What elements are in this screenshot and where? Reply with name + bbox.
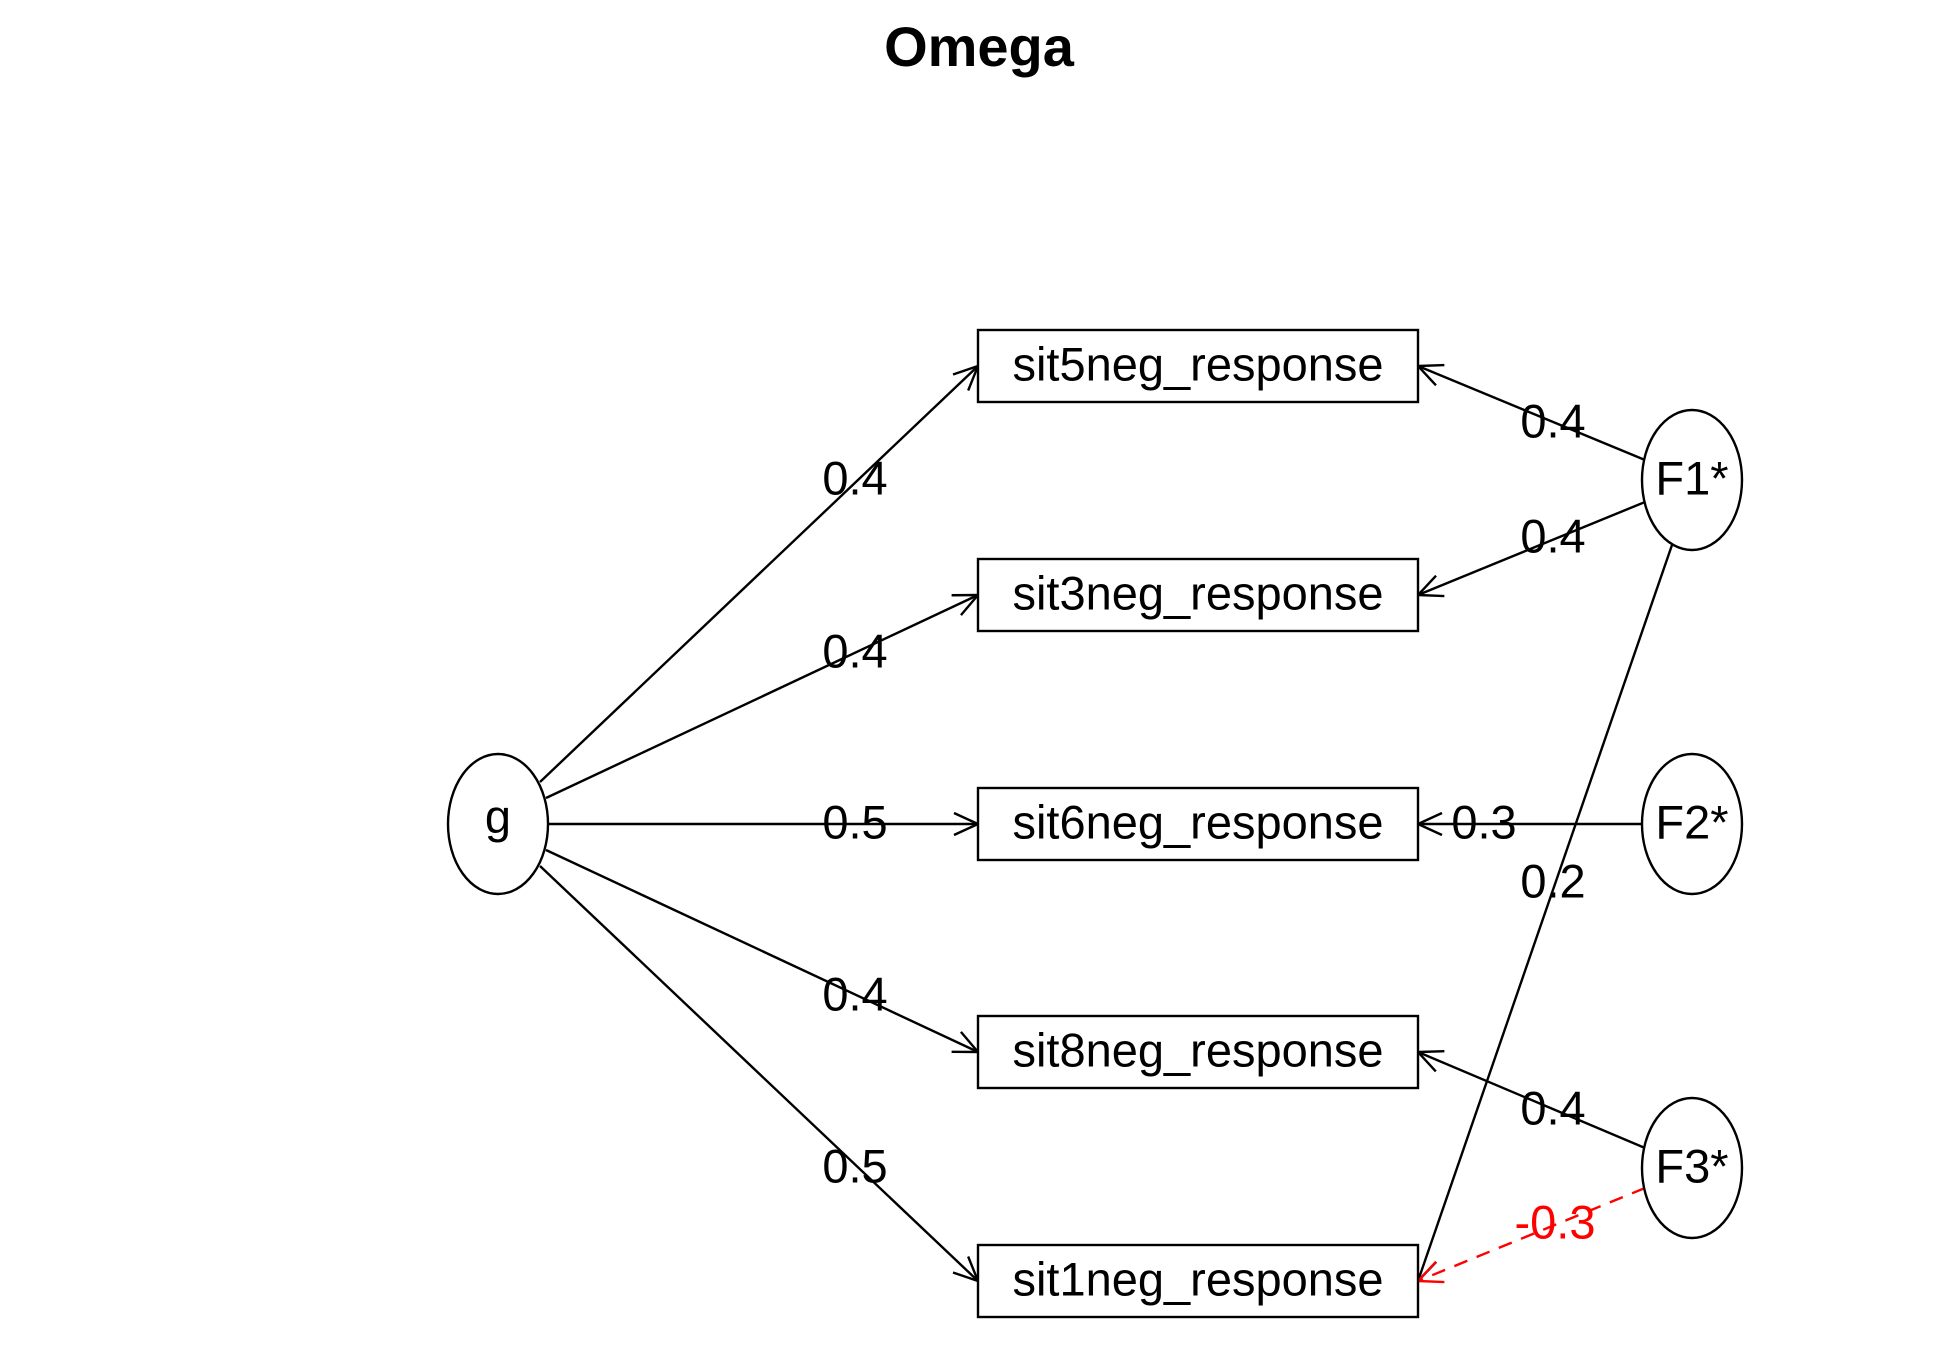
general-factor-label: g [485,789,511,842]
loading-label-F1-sit5: 0.4 [1520,394,1585,447]
group-factor-ellipse [1640,408,1744,552]
indicator-box-sit6: sit6neg_response [976,786,1420,862]
indicator-label: sit6neg_response [1012,795,1383,848]
nodes-layer: sit5neg_response sit3neg_response sit6neg_… [446,328,1744,1319]
diagram-title: Omega [884,15,1075,78]
loading-label-F3-sit1: -0.3 [1515,1195,1596,1248]
indicator-rect [976,1014,1420,1090]
indicator-box-sit5: sit5neg_response [976,328,1420,404]
loading-arrow-F1-sit5 [1415,363,1646,462]
loading-label-g-sit6: 0.5 [822,795,887,848]
group-factor-ellipse [1640,752,1744,896]
indicator-box-sit3: sit3neg_response [976,557,1420,633]
group-factor-ellipse [1640,1096,1744,1240]
group-factor-node-F1: F1* [1640,408,1744,552]
group-factor-label: F2* [1655,795,1728,848]
loading-arrow-F3-sit1 [1415,1186,1646,1284]
loading-arrow-g-sit5 [539,364,981,783]
loading-label-F1-sit1: 0.2 [1520,854,1585,907]
loading-arrow-g-sit1 [539,865,981,1283]
loading-label-F1-sit3: 0.4 [1520,509,1585,562]
edges-layer [539,363,1674,1284]
indicator-label: sit5neg_response [1012,337,1383,390]
indicator-label: sit8neg_response [1012,1023,1383,1076]
indicator-rect [976,1243,1420,1319]
general-factor-node: g [446,752,550,896]
indicator-box-sit1: sit1neg_response [976,1243,1420,1319]
edge-labels-layer: 0.4 0.4 0.5 0.4 0.5 0.4 0.4 0.20.3 0.4 -0.3 [822,394,1595,1248]
loading-label-g-sit3: 0.4 [822,624,887,677]
loading-label-F3-sit8: 0.4 [1520,1081,1585,1134]
loading-arrow-g-sit3 [545,593,981,800]
loading-label-g-sit8: 0.4 [822,967,887,1020]
group-factor-label: F1* [1655,451,1728,504]
indicator-rect [976,557,1420,633]
general-factor-ellipse [446,752,550,896]
loading-arrow-F1-sit3 [1415,500,1646,598]
loading-arrow-g-sit8 [545,848,981,1054]
loading-arrow-F3-sit8 [1415,1050,1646,1150]
indicator-label: sit3neg_response [1012,566,1383,619]
indicator-rect [976,786,1420,862]
group-factor-node-F2: F2* [1640,752,1744,896]
loading-label-g-sit5: 0.4 [822,451,887,504]
loading-label-g-sit1: 0.5 [822,1139,887,1192]
loading-label-F2-sit6: 0.3 [1451,795,1516,848]
group-factor-node-F3: F3* [1640,1096,1744,1240]
indicator-label: sit1neg_response [1012,1252,1383,1305]
group-factor-label: F3* [1655,1139,1728,1192]
loading-arrow-F1-sit1 [1414,544,1674,1284]
indicator-rect [976,328,1420,404]
indicator-box-sit8: sit8neg_response [976,1014,1420,1090]
